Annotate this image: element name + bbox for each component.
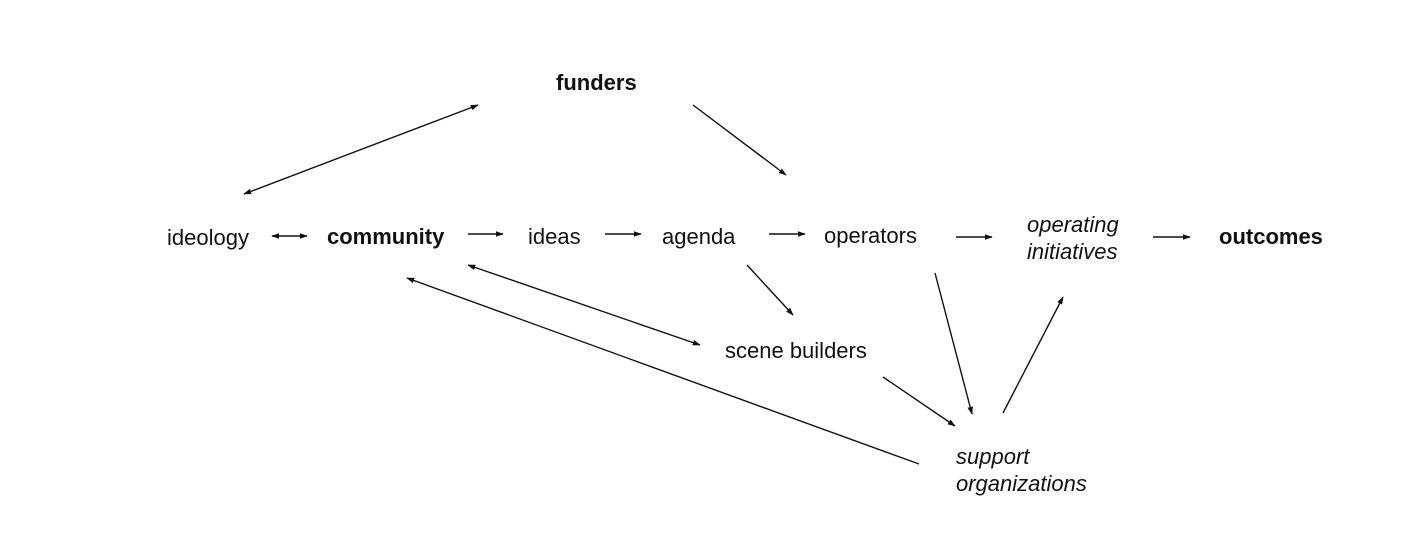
node-agenda: agenda [662,224,736,249]
node-funders: funders [556,70,637,95]
edge-agenda-to-scene-builders [746,264,794,316]
edge-support-organizations-to-community [406,277,920,465]
node-support-organizations-line-1: support [956,444,1030,469]
node-outcomes: outcomes [1219,224,1323,249]
node-operating-initiatives-line-2: initiatives [1027,239,1118,264]
node-scene-builders: scene builders [725,338,867,363]
node-community: community [327,224,445,249]
node-support-organizations: support organizations [956,443,1087,497]
edge-support-organizations-to-operating-initiatives [1002,296,1064,414]
node-operators: operators [824,223,917,248]
edge-layer [243,104,1191,465]
edge-operators-to-support-organizations [934,272,973,415]
edge-ideology-to-funders [243,104,479,195]
edge-funders-to-operators [692,104,787,176]
node-ideas: ideas [528,224,581,249]
node-ideology: ideology [167,225,249,250]
node-operating-initiatives: operating initiatives [1027,211,1119,265]
edge-community-to-scene-builders [467,264,701,346]
edge-scene-builders-to-support-organizations [882,376,956,427]
node-support-organizations-line-2: organizations [956,471,1087,496]
node-operating-initiatives-line-1: operating [1027,212,1119,237]
